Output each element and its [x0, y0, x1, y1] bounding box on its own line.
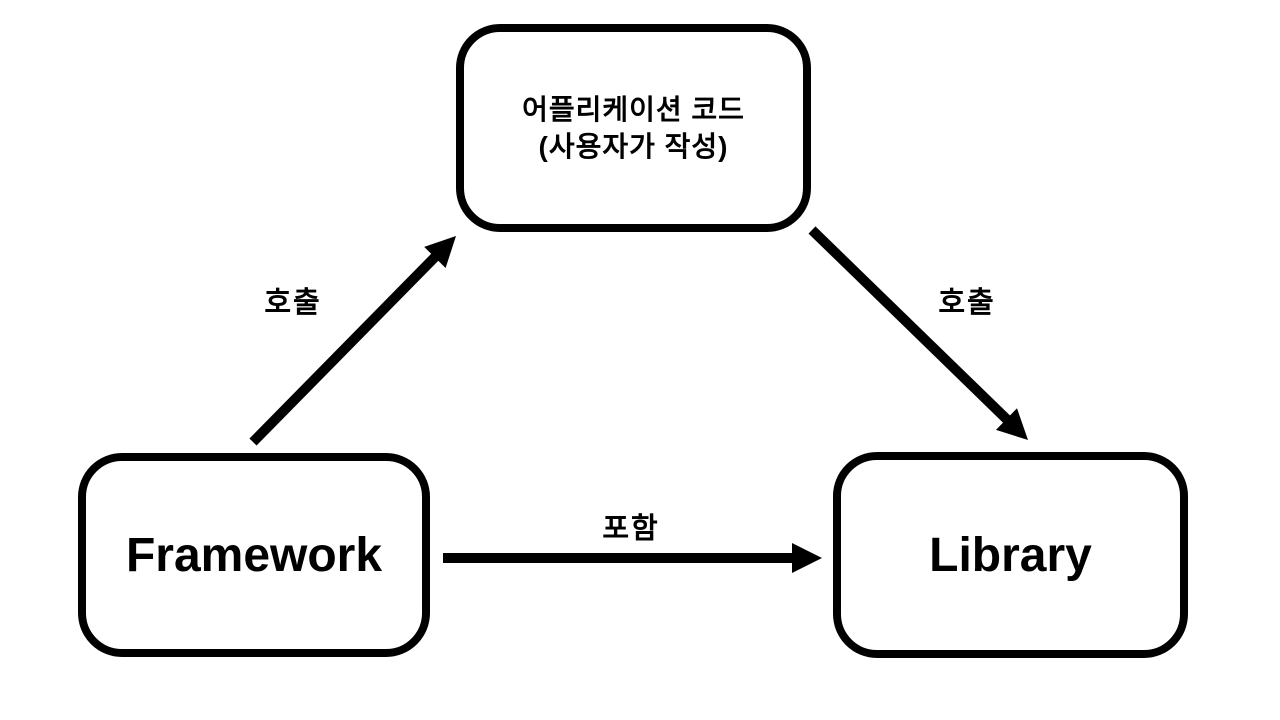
- node-application-code-label-line2: (사용자가 작성): [538, 131, 729, 162]
- node-library: Library: [833, 452, 1188, 658]
- node-library-label: Library: [929, 528, 1092, 582]
- edge-label-call-framework-to-appcode: 호출: [264, 287, 322, 319]
- arrow-appcode-to-library: [808, 226, 1028, 440]
- node-application-code: 어플리케이션 코드 (사용자가 작성): [456, 24, 811, 232]
- arrow-framework-to-appcode: [249, 236, 456, 446]
- node-application-code-label-line1: 어플리케이션 코드: [522, 94, 745, 125]
- edge-label-include-framework-to-library: 포함: [602, 513, 660, 545]
- node-framework: Framework: [78, 453, 430, 657]
- arrow-framework-to-library: [443, 543, 822, 573]
- node-framework-label: Framework: [125, 528, 383, 582]
- node-application-code-label: 어플리케이션 코드 (사용자가 작성): [522, 91, 745, 165]
- edge-label-call-appcode-to-library: 호출: [938, 287, 996, 319]
